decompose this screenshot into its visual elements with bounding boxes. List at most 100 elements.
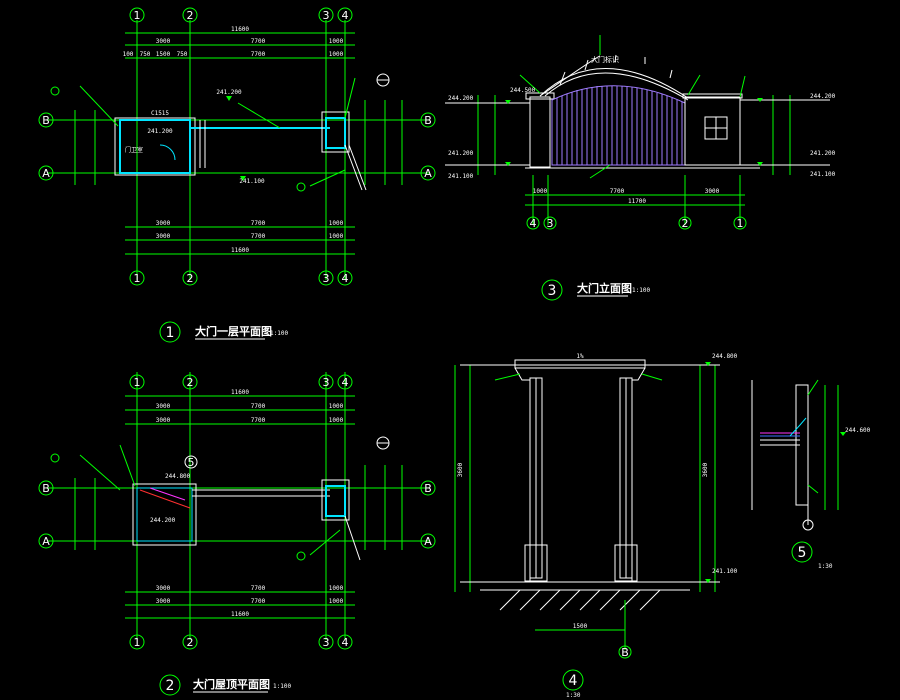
plan1-dim-small-2: 1500: [156, 51, 171, 58]
plan1-dim-small-1: 750: [140, 51, 151, 58]
plan1-dim-1000-bottom2: 1000: [329, 233, 344, 240]
plan2-axis-3-top: 3: [323, 376, 330, 389]
plan1-title: 大门一层平面图: [195, 324, 272, 338]
plan2-axis-4-top: 4: [342, 376, 349, 389]
plan2-dim-3000-bottom2: 3000: [156, 598, 171, 605]
plan2-title-number: 2: [166, 678, 175, 694]
plan2-axis-2-bottom: 2: [187, 636, 194, 649]
plan1-dim-small-0: 100: [123, 51, 134, 58]
elevation-axis-3: 3: [547, 217, 554, 230]
plan2-dim-1000-bottom2: 1000: [329, 598, 344, 605]
plan1-dim-1000-top: 1000: [329, 38, 344, 45]
elevation-title: 大门立面图: [577, 281, 632, 295]
elevation-dim-7700: 7700: [610, 188, 625, 195]
elevation-dim-1000: 1000: [533, 188, 548, 195]
plan1-level-main: 241.200: [216, 89, 242, 96]
detail5-level: 244.600: [845, 427, 871, 434]
plan1-scale: 1:100: [270, 330, 288, 337]
plan2-axis-1-bottom: 1: [134, 636, 141, 649]
plan1-note-c1515: C1515: [151, 110, 169, 117]
plan2-drawing: 5 1 2 3 4 1 2 3 4 B A B A 11600 3000 770…: [38, 372, 436, 696]
plan2-dim-3000-top: 3000: [156, 403, 171, 410]
section4-level-top: 244.800: [712, 353, 738, 360]
section4-title-number: 4: [569, 673, 578, 689]
detail5-title-number: 5: [798, 545, 807, 561]
plan2-dim-7700-top2: 7700: [251, 417, 266, 424]
plan1-axis-2-top: 2: [187, 9, 194, 22]
plan1-axis-a-left: A: [42, 167, 50, 180]
elevation-level-left-0: 244.200: [448, 95, 474, 102]
plan1-dim-total-bottom: 11600: [231, 247, 249, 254]
plan1-dim-1000-top2: 1000: [329, 51, 344, 58]
plan1-level-lower: 241.100: [239, 178, 265, 185]
section4-axis-b: B: [621, 646, 629, 659]
plan2-dim-1000-top: 1000: [329, 403, 344, 410]
plan1-level-inner: 241.200: [147, 128, 173, 135]
plan1-axis-1-top: 1: [134, 9, 141, 22]
plan1-dim-3000-bottom: 3000: [156, 220, 171, 227]
plan2-axis-2-top: 2: [187, 376, 194, 389]
elevation-axis-2: 2: [682, 217, 689, 230]
plan1-title-number: 1: [166, 325, 175, 341]
plan1-dim-7700-top2: 7700: [251, 51, 266, 58]
plan1-axis-3-top: 3: [323, 9, 330, 22]
plan1-dim-7700-bottom: 7700: [251, 220, 266, 227]
elevation-axis-1: 1: [737, 217, 744, 230]
plan1-axis-a-right: A: [424, 167, 432, 180]
plan1-axis-3-bottom: 3: [323, 272, 330, 285]
plan2-dim-7700-bottom: 7700: [251, 585, 266, 592]
elevation-dim-3000: 3000: [705, 188, 720, 195]
detail5-drawing: 244.600 5 1:30: [751, 379, 871, 570]
elevation-drawing: 大门标识 4 3 2 1 1000 7700 3000 11700 244.20…: [445, 35, 836, 301]
elevation-level-left-1: 244.500: [510, 87, 536, 94]
plan1-dim-3000-bottom2: 3000: [156, 233, 171, 240]
elevation-scale: 1:100: [632, 287, 650, 294]
section4-dim-width: 1500: [573, 623, 588, 630]
plan1-drawing: 1 2 3 4 1 2 3 4 B A B A 11600 3000 7700 …: [38, 7, 436, 343]
plan2-axis-b-right: B: [424, 482, 432, 495]
plan1-axis-b-right: B: [424, 114, 432, 127]
elevation-gate: [551, 85, 686, 166]
plan2-axis-4-bottom: 4: [342, 636, 349, 649]
plan1-dim-small-3: 750: [177, 51, 188, 58]
plan1-dim-7700-bottom2: 7700: [251, 233, 266, 240]
elevation-level-left-2: 241.200: [448, 150, 474, 157]
plan1-axis-4-bottom: 4: [342, 272, 349, 285]
plan2-dim-7700-bottom2: 7700: [251, 598, 266, 605]
plan2-axis-1-top: 1: [134, 376, 141, 389]
elevation-level-left-3: 241.100: [448, 173, 474, 180]
section4-dim-height-left: 3600: [457, 462, 464, 477]
elevation-level-right-2: 241.200: [810, 150, 836, 157]
plan1-dim-7700-top: 7700: [251, 38, 266, 45]
detail5-scale: 1:30: [818, 563, 833, 570]
plan2-scale: 1:100: [273, 683, 291, 690]
elevation-dim-total: 11700: [628, 198, 646, 205]
plan1-dim-1000-bottom: 1000: [329, 220, 344, 227]
elevation-sign-text: 大门标识: [591, 55, 619, 64]
elevation-level-right-3: 241.100: [810, 171, 836, 178]
plan1-dim-3000-top: 3000: [156, 38, 171, 45]
plan2-axis-3-bottom: 3: [323, 636, 330, 649]
plan1-axis-2-bottom: 2: [187, 272, 194, 285]
plan1-room-label: 门卫室: [125, 146, 143, 154]
plan1-axis-b-left: B: [42, 114, 50, 127]
plan2-dim-3000-top2: 3000: [156, 417, 171, 424]
plan2-axis-a-right: A: [424, 535, 432, 548]
plan2-dim-1000-top2: 1000: [329, 417, 344, 424]
plan2-axis-a-left: A: [42, 535, 50, 548]
plan2-dim-total-bottom: 11600: [231, 611, 249, 618]
elevation-level-right-0: 244.200: [810, 93, 836, 100]
section4-dim-height-right: 3600: [702, 462, 709, 477]
plan2-dim-3000-bottom: 3000: [156, 585, 171, 592]
plan2-axis-b-left: B: [42, 482, 50, 495]
section4-level-bottom: 241.100: [712, 568, 738, 575]
plan1-axis-1-bottom: 1: [134, 272, 141, 285]
section4-scale: 1:30: [566, 692, 581, 699]
plan2-dim-total-top: 11600: [231, 389, 249, 396]
plan2-level-roof: 244.800: [165, 473, 191, 480]
elevation-axis-4: 4: [530, 217, 537, 230]
elevation-title-number: 3: [548, 283, 557, 299]
plan1-dim-total-top: 11600: [231, 26, 249, 33]
section4-drawing: 1% 244.800 241.100 1500 3600 3600 B 4 1:…: [454, 353, 738, 699]
